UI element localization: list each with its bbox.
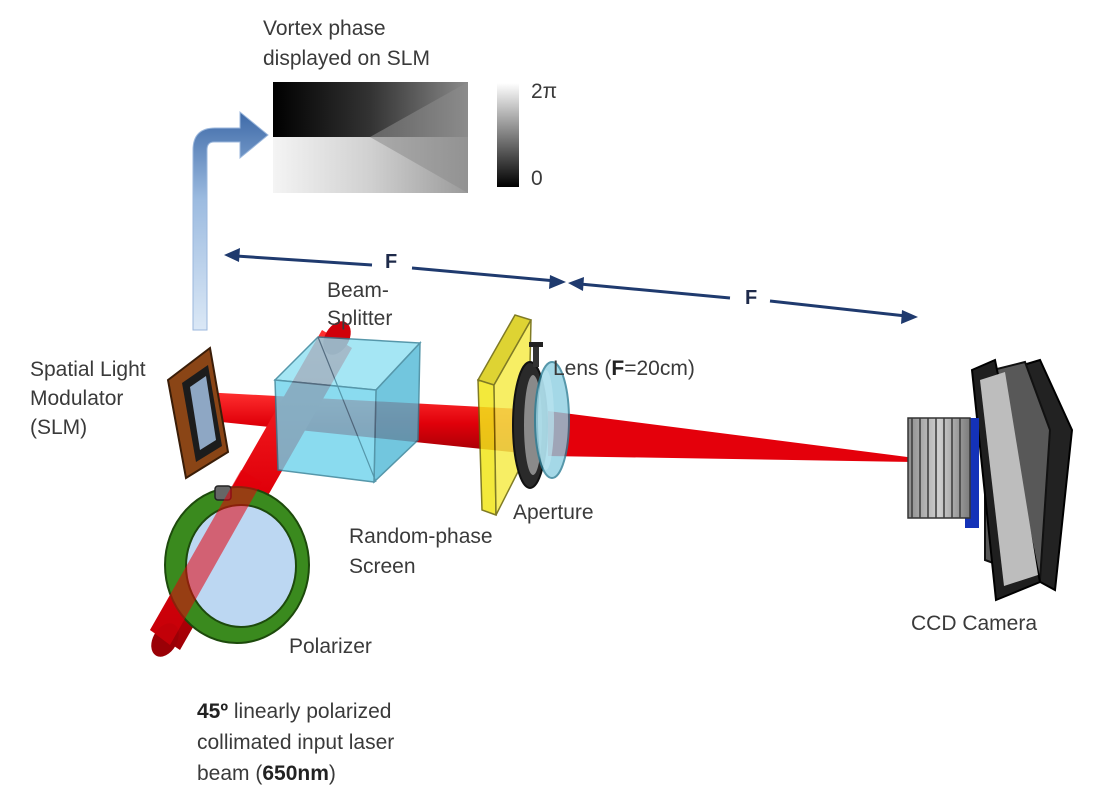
focal-distance-label-2: F: [745, 287, 758, 309]
polarizer: [150, 470, 310, 645]
focal-distance-arrow-1: [224, 248, 566, 289]
colorbar-min-label: 0: [531, 167, 543, 190]
lens: [534, 361, 570, 479]
beamsplitter-label-line2: Splitter: [327, 307, 393, 330]
input-beam-label-line1: 45º linearly polarized: [197, 700, 392, 723]
slm-label-line3: (SLM): [30, 416, 88, 439]
phase-colorbar: [497, 83, 519, 187]
vortex-label-line2: displayed on SLM: [263, 47, 430, 70]
beam-splitter-cube: [273, 336, 422, 484]
polarizer-label: Polarizer: [289, 635, 372, 658]
screen-label-line2: Screen: [349, 555, 416, 578]
slm-label-line2: Modulator: [30, 387, 124, 410]
slm-to-image-arrow: [192, 110, 269, 331]
input-beam-label-line2: collimated input laser: [197, 731, 395, 754]
spatial-light-modulator: [166, 346, 230, 480]
colorbar-max-label: 2π: [531, 80, 558, 103]
input-beam-label-line3: beam (650nm): [197, 762, 336, 785]
lens-label: Lens (F=20cm): [553, 357, 695, 380]
slm-label-line1: Spatial Light: [30, 358, 146, 381]
screen-label-line1: Random-phase: [349, 525, 493, 548]
beamsplitter-label-line1: Beam-: [327, 279, 389, 302]
vortex-phase-image: [273, 82, 468, 193]
vortex-label-line1: Vortex phase: [263, 17, 386, 40]
ccd-camera: [907, 358, 1074, 602]
aperture-label: Aperture: [513, 501, 594, 524]
focal-distance-label-1: F: [385, 251, 398, 273]
focal-distance-arrow-2: [568, 277, 918, 324]
camera-label: CCD Camera: [911, 612, 1038, 635]
focused-laser-beam: [548, 411, 915, 462]
